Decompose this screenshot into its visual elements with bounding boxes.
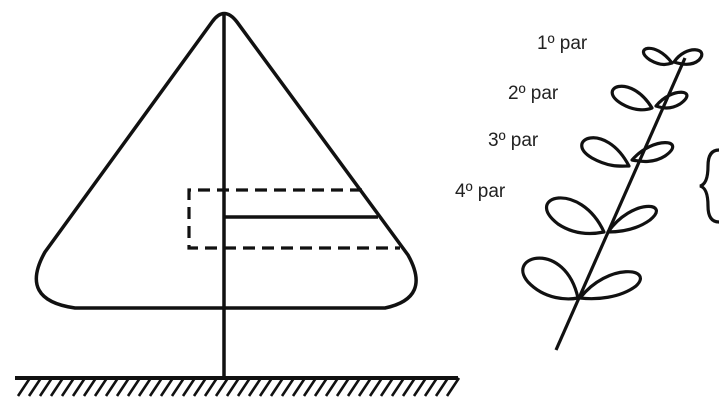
ground-hatch <box>148 377 164 397</box>
ground-hatch <box>93 377 109 397</box>
ground-hatch <box>137 377 153 397</box>
leaflet-pair-4-right <box>606 204 658 234</box>
ground-hatch <box>390 377 406 397</box>
ground-hatch <box>412 377 428 397</box>
ground-hatch <box>434 377 450 397</box>
dashed-highlight-box <box>187 188 400 250</box>
ground-hatch <box>170 377 186 397</box>
ground-hatch <box>379 377 395 397</box>
label-pair-4: 4º par <box>455 181 506 202</box>
ground-hatch <box>159 377 175 397</box>
ground-hatch <box>49 377 65 397</box>
ground-hatch <box>38 377 54 397</box>
tree-crown <box>34 11 418 310</box>
leaflet-pair-2-left <box>610 84 654 112</box>
curly-brace <box>699 148 719 224</box>
leaflet-pair-3-right <box>630 141 675 164</box>
ground-hatch <box>115 377 131 397</box>
ground-hatch <box>16 377 32 397</box>
leaflet-pair-3-left <box>580 136 631 168</box>
leaflet-pair-5-right <box>578 270 642 301</box>
label-pair-1: 1º par <box>537 33 588 54</box>
ground-hatch <box>258 377 274 397</box>
ground-hatch <box>27 377 43 397</box>
ground-hatch <box>368 377 384 397</box>
terminal-leaflet-left <box>641 46 674 67</box>
ground-hatch <box>82 377 98 397</box>
ground-hatch <box>302 377 318 397</box>
ground-hatch <box>181 377 197 397</box>
ground-hatch <box>236 377 252 397</box>
ground-hatch <box>71 377 87 397</box>
ground-hatch <box>203 377 219 397</box>
compound-leaf <box>521 46 704 351</box>
ground-hatch <box>401 377 417 397</box>
ground-hatch <box>269 377 285 397</box>
label-pair-3: 3º par <box>488 130 539 151</box>
ground-hatch <box>104 377 120 397</box>
ground-hatch <box>214 377 230 397</box>
leaflet-pair-5-left <box>521 256 580 301</box>
ground-hatch <box>247 377 263 397</box>
ground-hatch <box>357 377 373 397</box>
ground-hatch <box>280 377 296 397</box>
terminal-leaflet-right <box>672 48 704 66</box>
ground-hatch <box>126 377 142 397</box>
ground-hatch <box>313 377 329 397</box>
leaflet-pair-2-right <box>654 90 689 110</box>
ground-hatch <box>60 377 76 397</box>
ground-hatch <box>346 377 362 397</box>
label-pair-2: 2º par <box>508 83 559 104</box>
ground-hatch <box>335 377 351 397</box>
ground-hatch <box>423 377 439 397</box>
ground-hatch <box>291 377 307 397</box>
ground-hatch <box>445 377 461 397</box>
ground <box>15 376 461 397</box>
leaflet-pair-4-left <box>544 196 606 236</box>
ground-hatch <box>324 377 340 397</box>
ground-hatch <box>192 377 208 397</box>
ground-hatch <box>225 377 241 397</box>
